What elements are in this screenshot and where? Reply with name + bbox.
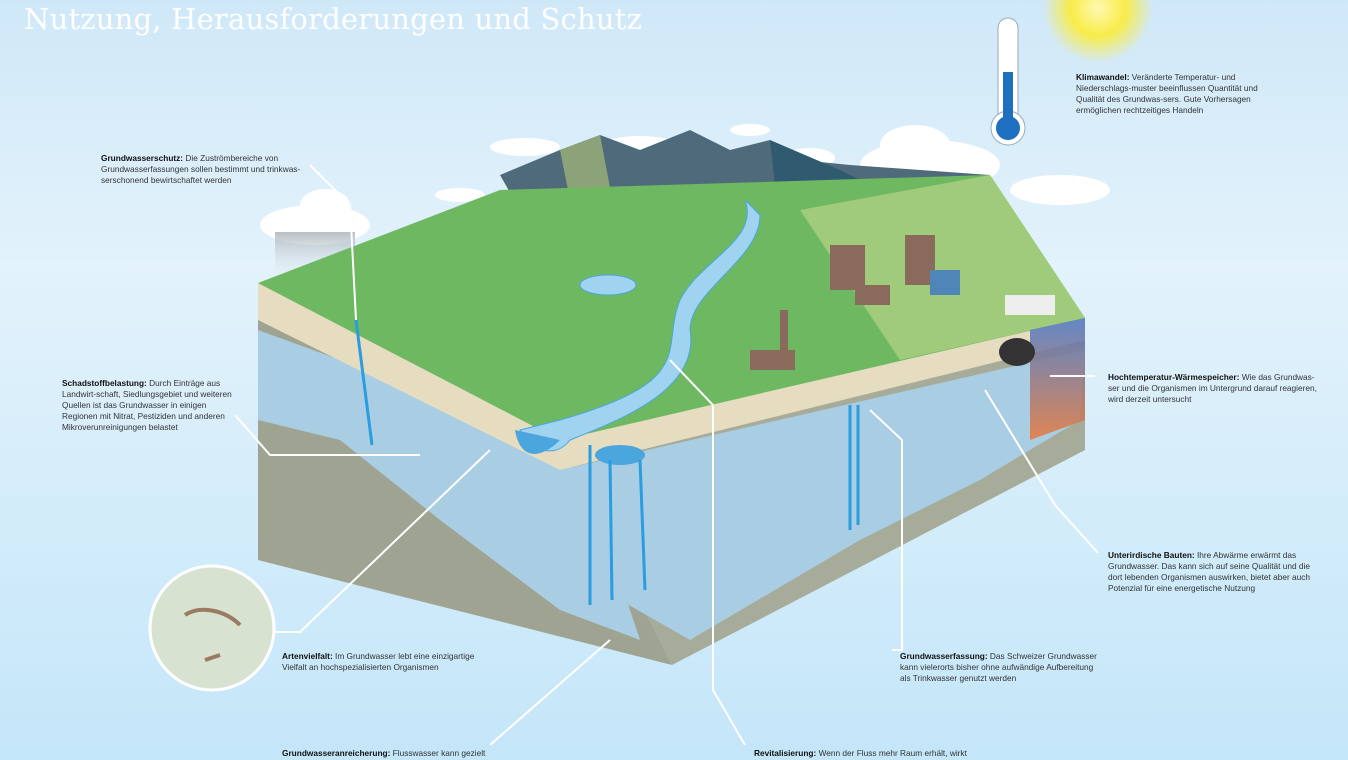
leader-lines (234, 164, 1099, 746)
heat-storage (1030, 318, 1085, 440)
city (750, 235, 1055, 370)
groundwater-right (560, 350, 1085, 640)
groundwater-left (258, 330, 640, 640)
thermometer-icon (990, 17, 1026, 146)
note-revitalisierung: Revitalisierung: Wenn der Fluss mehr Rau… (754, 748, 967, 758)
organism-illustration (148, 564, 276, 692)
note-schadstoffbelastung: Schadstoffbelastung: Durch Einträge aus … (62, 378, 232, 432)
sun (1043, 0, 1153, 63)
note-unterirdische-bauten: Unterirdische Bauten: Ihre Abwärme erwär… (1108, 550, 1311, 593)
infiltration-pond (595, 445, 645, 465)
note-grundwasseranreicherung: Grundwasseranreicherung: Flusswasser kan… (282, 748, 486, 758)
note-klimawandel: Klimawandel: Veränderte Temperatur- und … (1076, 72, 1258, 115)
page-title: Nutzung, Herausforderungen und Schutz (24, 2, 643, 36)
note-grundwasserfassung: Grundwasserfassung: Das Schweizer Grundw… (900, 651, 1097, 683)
note-hochtemperatur: Hochtemperatur-Wärmespeicher: Wie das Gr… (1108, 372, 1317, 404)
note-grundwasserschutz: Grundwasserschutz: Die Zuströmbereiche v… (101, 153, 301, 185)
lake (579, 274, 637, 296)
tunnel (999, 338, 1035, 366)
wells (354, 319, 860, 605)
note-artenvielfalt: Artenvielfalt: Im Grundwasser lebt eine … (282, 651, 475, 672)
